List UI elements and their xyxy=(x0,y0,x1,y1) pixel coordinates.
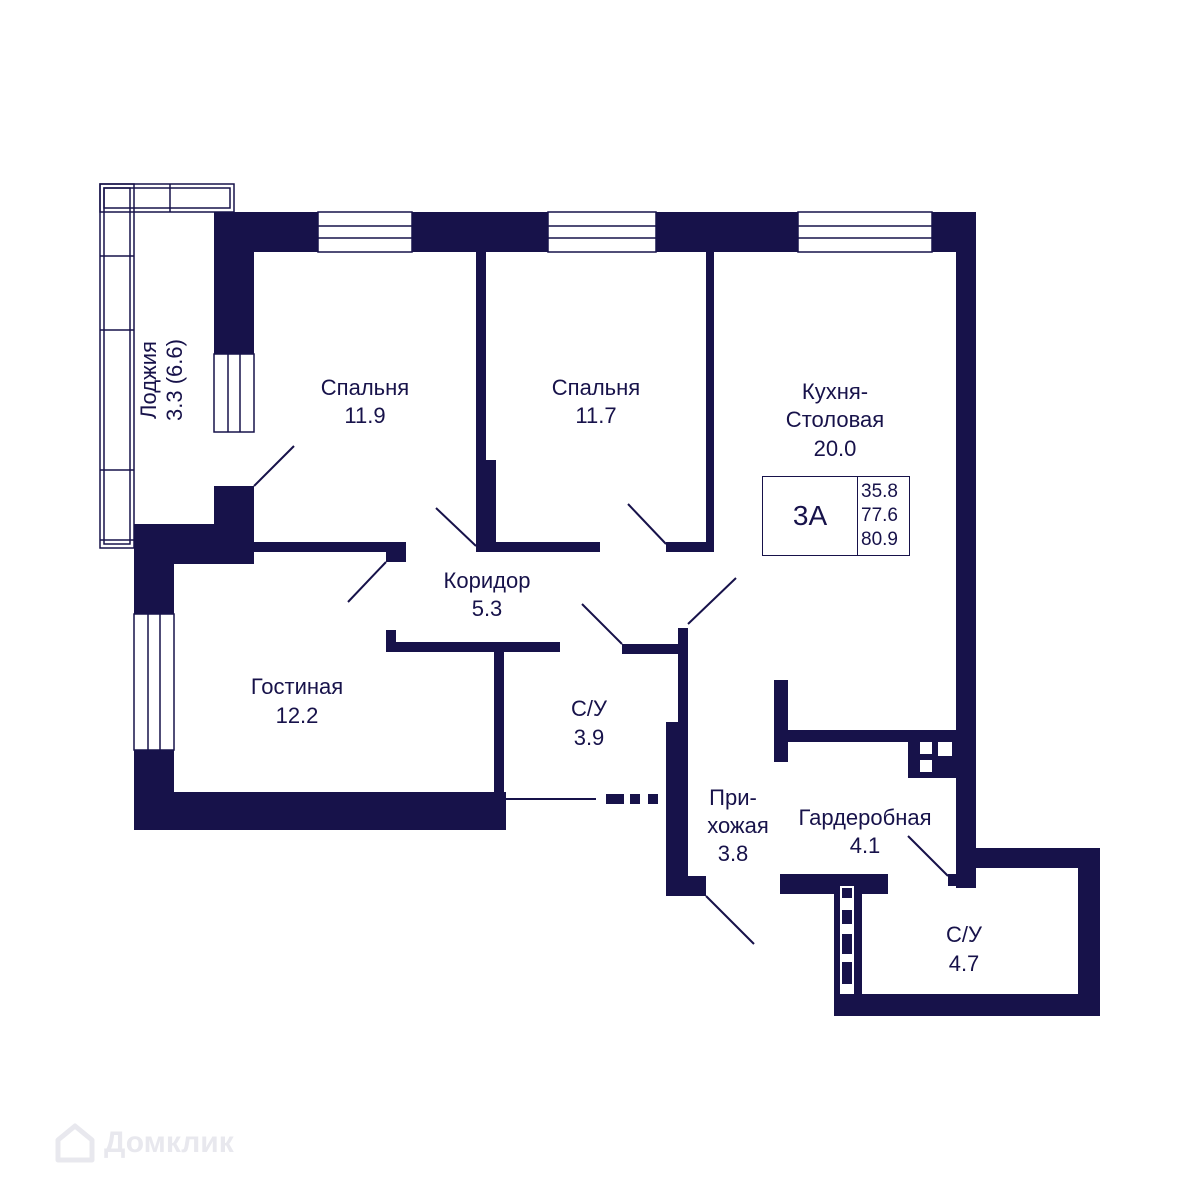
total-area-with-loggia: 80.9 xyxy=(861,529,898,550)
door-kitchen xyxy=(687,577,737,625)
room-bedroom2-area: 11.7 xyxy=(575,403,617,428)
window-kitchen xyxy=(797,211,933,253)
home-icon xyxy=(55,1123,95,1163)
window-bedroom1 xyxy=(317,211,413,253)
wall-right xyxy=(956,212,976,888)
door-bath2 xyxy=(907,835,949,877)
door-loggia xyxy=(253,445,295,487)
window-loggia-door xyxy=(213,353,255,433)
door-entrance xyxy=(705,895,755,945)
room-loggia-name: Лоджия xyxy=(136,341,161,419)
wall-bedroom-divider xyxy=(476,252,486,548)
door-bedroom1 xyxy=(435,507,477,547)
room-bath2-name: С/У xyxy=(946,922,982,947)
apartment-type: 3А xyxy=(763,477,858,555)
watermark-text: Домклик xyxy=(104,1126,234,1159)
vent-bath2 xyxy=(840,886,854,994)
wall-bath1-top-right xyxy=(622,644,682,654)
room-living-name: Гостиная xyxy=(250,674,344,699)
wall-bedroom2-kitchen xyxy=(706,252,714,552)
room-kitchen-name-line2: Столовая xyxy=(785,407,885,432)
wall-wardrobe-stub xyxy=(774,680,788,762)
door-living xyxy=(347,561,387,603)
wall-bath1-left xyxy=(494,652,504,792)
wall-bath2-right xyxy=(1078,848,1100,1016)
apartment-areas: 35.8 77.6 80.9 xyxy=(858,477,909,555)
room-living-area: 12.2 xyxy=(275,703,319,728)
loggia xyxy=(99,183,235,549)
room-corridor-name: Коридор xyxy=(443,568,531,593)
doors xyxy=(253,445,949,945)
window-bedroom2 xyxy=(547,211,657,253)
room-bath1-area: 3.9 xyxy=(573,725,605,750)
wall-bath1-right xyxy=(678,628,688,722)
room-bedroom2-name: Спальня xyxy=(551,375,641,400)
room-hall-area: 3.8 xyxy=(717,841,749,866)
wall-bedroom2-bottom xyxy=(476,542,600,552)
room-loggia-area: 3.3 (6.6) xyxy=(162,339,187,421)
room-kitchen-name-line1: Кухня- xyxy=(801,379,869,404)
wall-bath1-right-lower xyxy=(666,722,688,894)
room-hall-name-line1: При- xyxy=(709,785,757,810)
wall-bath2-bottom xyxy=(834,994,1100,1016)
apartment-badge: 3А 35.8 77.6 80.9 xyxy=(762,476,910,556)
wall-bedroom2-bottom-right xyxy=(666,542,714,552)
door-bath1 xyxy=(581,603,623,645)
vent-shaft xyxy=(920,742,952,772)
room-bath1-name: С/У xyxy=(571,696,607,721)
vent-bath1 xyxy=(506,792,666,806)
wall-bedroom1-living xyxy=(214,542,404,552)
wall-bedroom1-living-end xyxy=(386,542,406,562)
room-bath2-area: 4.7 xyxy=(948,951,980,976)
windows xyxy=(133,211,952,994)
watermark: Домклик xyxy=(52,1120,234,1166)
total-area: 77.6 xyxy=(861,505,898,526)
room-corridor-area: 5.3 xyxy=(471,596,503,621)
room-loggia-label: Лоджия 3.3 (6.6) xyxy=(136,339,188,421)
room-wardrobe-name: Гардеробная xyxy=(798,805,932,830)
wall-bedroom-divider-thick xyxy=(476,460,496,550)
wall-bath2-top xyxy=(956,848,1100,868)
door-bedroom2 xyxy=(627,503,667,545)
room-bedroom1-area: 11.9 xyxy=(344,403,386,428)
room-bedroom1-name: Спальня xyxy=(320,375,410,400)
room-kitchen-area: 20.0 xyxy=(813,436,857,461)
room-wardrobe-area: 4.1 xyxy=(849,833,881,858)
living-area: 35.8 xyxy=(861,481,898,502)
walls xyxy=(134,212,1100,1016)
wall-corridor-bottom-left xyxy=(386,630,396,652)
wall-hall-bottom xyxy=(666,876,706,896)
wall-living-left-top xyxy=(134,524,174,614)
room-hall-name-line2: хожая xyxy=(707,813,769,838)
window-living xyxy=(133,613,175,751)
wall-corridor-bottom xyxy=(386,642,560,652)
wall-left-upper xyxy=(214,212,254,354)
wall-living-bottom-left xyxy=(134,792,254,830)
wall-wardrobe-right-stub xyxy=(948,874,964,886)
